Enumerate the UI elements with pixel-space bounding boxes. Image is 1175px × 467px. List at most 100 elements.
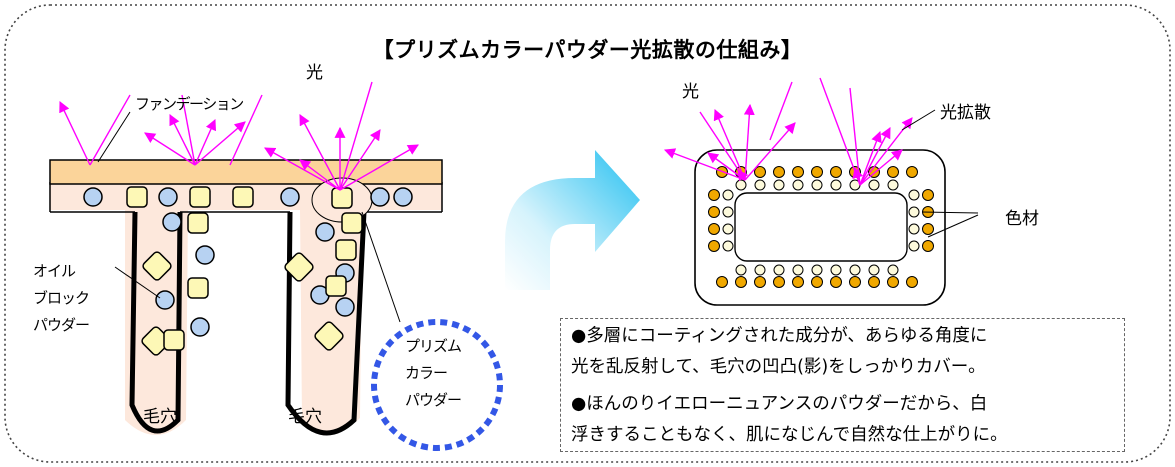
colorant-dot <box>906 166 918 178</box>
sebum-particle <box>315 222 335 242</box>
inner-dot <box>754 264 766 276</box>
colorant-dot <box>708 206 720 218</box>
particle-cross-section <box>694 149 946 306</box>
oil-block-particle <box>142 251 172 281</box>
colorant-dot <box>887 166 899 178</box>
light-diffusion-label: 光拡散 <box>940 103 991 123</box>
sebum-particle <box>158 187 178 207</box>
oil-block-line-2: ブロック <box>33 289 90 307</box>
colorant-dot <box>811 166 823 178</box>
colorant-dot <box>830 276 842 288</box>
note-1-line-1: ●多層にコーティングされた成分が、あらゆる角度に <box>571 326 988 346</box>
note-1-line-2: 光を乱反射して、毛穴の凹凸(影)をしっかりカバー。 <box>571 357 986 377</box>
inner-dot <box>908 206 920 218</box>
outer-frame <box>4 4 1171 463</box>
light-label-right: 光 <box>682 82 699 102</box>
diagram-title: 【プリズムカラーパウダー光拡散の仕組み】 <box>372 38 803 62</box>
inner-dot <box>722 206 734 218</box>
foundation-leader <box>97 111 131 163</box>
colorant-dot <box>922 189 934 201</box>
note-1: ●多層にコーティングされた成分が、あらゆる角度に 光を乱反射して、毛穴の凹凸(影… <box>571 321 1114 383</box>
inner-dot <box>722 189 734 201</box>
colorant-dot <box>792 166 804 178</box>
prism-powder-label: プリズム カラー パウダー <box>405 333 462 414</box>
oil-block-line-1: オイル <box>33 262 76 280</box>
oil-block-particle <box>284 252 314 282</box>
sebum-particle <box>370 187 390 207</box>
foundation-label: ファンデーション <box>135 95 244 113</box>
colorant-dot <box>811 276 823 288</box>
light-rays-right <box>663 77 913 186</box>
sebum-particle <box>155 290 175 310</box>
colorant-dot <box>708 223 720 235</box>
inner-dot <box>868 264 880 276</box>
diffusion-leader <box>901 109 936 131</box>
inner-dot <box>887 264 899 276</box>
colorant-dot <box>773 166 785 178</box>
inner-dot <box>830 179 842 191</box>
oil-block-particle <box>314 321 344 351</box>
oil-block-particle <box>187 212 209 234</box>
prism-line-2: カラー <box>405 364 448 382</box>
colorant-dot <box>849 276 861 288</box>
sebum-particle <box>190 317 210 337</box>
oil-block-powder-label: オイル ブロック パウダー <box>33 258 90 339</box>
colorant-dot <box>868 276 880 288</box>
foundation-layer <box>49 159 443 185</box>
inner-dot <box>887 179 899 191</box>
inner-dot <box>849 264 861 276</box>
prism-powder-leader <box>361 211 401 323</box>
sebum-particle <box>162 212 182 232</box>
oil-block-line-3: パウダー <box>33 316 90 334</box>
colorant-dot <box>906 276 918 288</box>
colorant-dot <box>830 166 842 178</box>
colorant-dots <box>708 166 934 288</box>
pore-outline-right <box>285 211 367 436</box>
prism-particle <box>331 187 353 209</box>
colorant-dot <box>754 166 766 178</box>
sebum-particle <box>195 245 215 265</box>
colorant-dot <box>735 276 747 288</box>
oil-block-particle <box>126 186 148 208</box>
prism-line-3: パウダー <box>405 391 462 409</box>
oil-block-particle <box>187 277 209 299</box>
inner-dot <box>811 179 823 191</box>
inner-dot <box>908 240 920 252</box>
inner-dot <box>735 179 747 191</box>
light-label-left: 光 <box>306 63 323 83</box>
note-2: ●ほんのりイエローニュアンスのパウダーだから、白 浮きすることもなく、肌になじん… <box>571 389 1114 451</box>
oil-block-particle <box>163 329 185 351</box>
sebum-particle <box>83 187 103 207</box>
colorant-dot <box>716 276 728 288</box>
oil-block-particle <box>189 186 211 208</box>
oil-block-leader <box>114 266 161 299</box>
inner-dot <box>811 264 823 276</box>
inner-dot <box>773 264 785 276</box>
colorant-leader <box>927 214 979 238</box>
colorant-dot <box>792 276 804 288</box>
inner-dot <box>773 179 785 191</box>
note-2-line-2: 浮きすることもなく、肌になじんで自然な仕上がりに。 <box>571 425 1008 445</box>
inner-dot <box>754 179 766 191</box>
colorant-dot <box>773 276 785 288</box>
inner-dot <box>722 240 734 252</box>
oil-block-particle <box>325 275 347 297</box>
sebum-particle <box>335 297 355 317</box>
inner-dot <box>735 264 747 276</box>
colorant-dot <box>708 189 720 201</box>
sebum-particle <box>393 187 413 207</box>
colorant-dot <box>708 240 720 252</box>
oil-block-particle <box>335 239 357 261</box>
oil-block-particle <box>232 186 254 208</box>
note-2-line-1: ●ほんのりイエローニュアンスのパウダーだから、白 <box>571 394 988 414</box>
colorant-dot <box>754 276 766 288</box>
colorant-leader <box>921 211 979 214</box>
prism-line-1: プリズム <box>405 337 462 355</box>
sebum-particle <box>280 187 300 207</box>
pore-outline-left <box>129 211 183 434</box>
inner-dot <box>792 179 804 191</box>
oil-block-particle <box>341 212 363 234</box>
pore-label-left: 毛穴 <box>143 407 177 427</box>
pore-label-right: 毛穴 <box>288 407 322 427</box>
